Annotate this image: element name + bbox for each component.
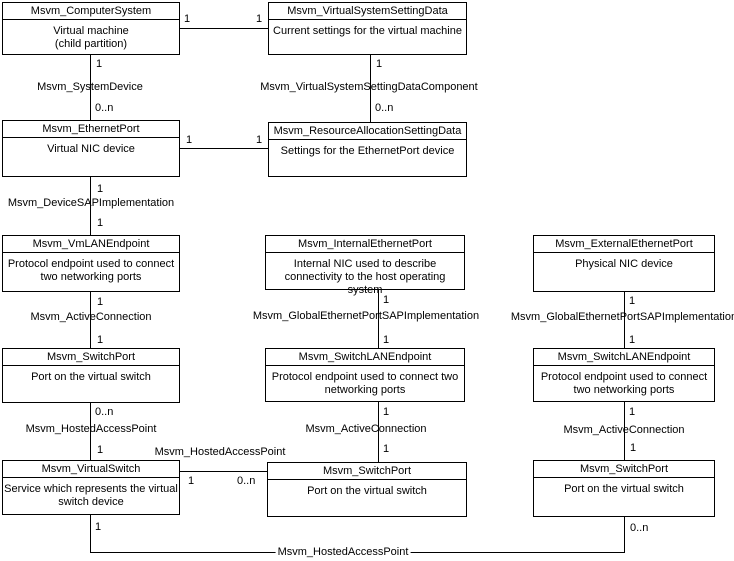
node-msvm-internalethernetport: Msvm_InternalEthernetPort Internal NIC u… xyxy=(265,235,465,296)
multiplicity-label: 0..n xyxy=(375,102,394,114)
multiplicity-label: 1 xyxy=(184,13,191,25)
node-title: Msvm_SwitchLANEndpoint xyxy=(266,349,464,366)
node-title: Msvm_ExternalEthernetPort xyxy=(534,236,714,253)
association-label-systemdevice: Msvm_SystemDevice xyxy=(37,81,143,93)
association-label-activeconnection: Msvm_ActiveConnection xyxy=(305,423,427,435)
multiplicity-label: 1 xyxy=(97,183,104,195)
edge-vssdcomponent xyxy=(370,55,371,122)
multiplicity-label: 1 xyxy=(256,134,263,146)
edge-hostedaccesspoint-bottom-right-segment xyxy=(624,517,625,553)
node-description: Virtual machine (child partition) xyxy=(53,25,129,50)
multiplicity-label: 1 xyxy=(383,294,390,306)
edge-virtualswitch-switchport xyxy=(180,471,267,472)
node-title: Msvm_SwitchLANEndpoint xyxy=(534,349,714,366)
node-msvm-virtualsystemsettingdata: Msvm_VirtualSystemSettingData Current se… xyxy=(268,2,467,55)
node-description: Current settings for the virtual machine xyxy=(273,25,462,37)
multiplicity-label: 1 xyxy=(256,13,263,25)
multiplicity-label: 0..n xyxy=(95,102,114,114)
multiplicity-label: 1 xyxy=(629,295,636,307)
multiplicity-label: 1 xyxy=(95,521,102,533)
node-title: Msvm_SwitchPort xyxy=(3,349,179,366)
multiplicity-label: 1 xyxy=(97,444,104,456)
multiplicity-label: 1 xyxy=(629,334,636,346)
multiplicity-label: 1 xyxy=(186,134,193,146)
node-msvm-switchlanendpoint-middle: Msvm_SwitchLANEndpoint Protocol endpoint… xyxy=(265,348,465,402)
node-description: Settings for the EthernetPort device xyxy=(280,145,455,157)
node-msvm-resourceallocationsettingdata: Msvm_ResourceAllocationSettingData Setti… xyxy=(268,122,467,177)
node-title: Msvm_ResourceAllocationSettingData xyxy=(269,123,466,140)
association-label-devicesap: Msvm_DeviceSAPImplementation xyxy=(7,197,175,209)
edge-activeconnection-left xyxy=(90,292,91,348)
association-label-activeconnection: Msvm_ActiveConnection xyxy=(30,311,152,323)
node-msvm-switchlanendpoint-right: Msvm_SwitchLANEndpoint Protocol endpoint… xyxy=(533,348,715,402)
multiplicity-label: 1 xyxy=(97,217,104,229)
multiplicity-label: 1 xyxy=(96,58,103,70)
multiplicity-label: 0..n xyxy=(95,406,114,418)
edge-activeconnection-middle xyxy=(378,402,379,462)
node-title: Msvm_SwitchPort xyxy=(534,461,714,478)
association-label-globalsap: Msvm_GlobalEthernetPortSAPImplementation xyxy=(510,311,734,323)
node-description: Protocol endpoint used to connect two ne… xyxy=(271,371,459,396)
node-msvm-externalethernetport: Msvm_ExternalEthernetPort Physical NIC d… xyxy=(533,235,715,292)
node-title: Msvm_VirtualSystemSettingData xyxy=(269,3,466,20)
node-msvm-ethernetport: Msvm_EthernetPort Virtual NIC device xyxy=(2,120,180,177)
edge-globalsap-right xyxy=(624,292,625,348)
node-msvm-switchport-right: Msvm_SwitchPort Port on the virtual swit… xyxy=(533,460,715,517)
node-description: Virtual NIC device xyxy=(47,143,135,155)
multiplicity-label: 1 xyxy=(383,406,390,418)
multiplicity-label: 1 xyxy=(376,58,383,70)
node-title: Msvm_SwitchPort xyxy=(268,463,466,480)
association-label-hostedaccesspoint: Msvm_HostedAccessPoint xyxy=(154,446,286,458)
edge-hostedaccesspoint-bottom-left-segment xyxy=(90,515,91,553)
node-description: Internal NIC used to describe connectivi… xyxy=(284,258,446,296)
node-description: Service which represents the virtual swi… xyxy=(4,483,178,508)
node-title: Msvm_InternalEthernetPort xyxy=(266,236,464,253)
edge-devicesapimplementation xyxy=(90,177,91,235)
edge-ethernetport-rasd xyxy=(180,148,268,149)
association-label-vssdcomponent: Msvm_VirtualSystemSettingDataComponent xyxy=(260,81,478,93)
multiplicity-label: 1 xyxy=(97,334,104,346)
node-msvm-switchport-left: Msvm_SwitchPort Port on the virtual swit… xyxy=(2,348,180,403)
multiplicity-label: 1 xyxy=(97,296,104,308)
node-description: Protocol endpoint used to connect two ne… xyxy=(7,258,175,283)
node-description: Physical NIC device xyxy=(575,258,673,270)
multiplicity-label: 1 xyxy=(629,406,636,418)
multiplicity-label: 1 xyxy=(383,334,390,346)
edge-hostedaccesspoint-left xyxy=(90,403,91,460)
edge-systemdevice xyxy=(90,55,91,120)
association-label-hostedaccesspoint: Msvm_HostedAccessPoint xyxy=(275,546,411,558)
multiplicity-label: 1 xyxy=(188,475,195,487)
association-label-hostedaccesspoint: Msvm_HostedAccessPoint xyxy=(25,423,157,435)
node-msvm-computersystem: Msvm_ComputerSystem Virtual machine (chi… xyxy=(2,2,180,55)
multiplicity-label: 0..n xyxy=(630,522,649,534)
node-description: Protocol endpoint used to connect two ne… xyxy=(540,371,708,396)
multiplicity-label: 1 xyxy=(383,443,390,455)
node-title: Msvm_VmLANEndpoint xyxy=(3,236,179,253)
node-msvm-virtualswitch: Msvm_VirtualSwitch Service which represe… xyxy=(2,460,180,515)
node-title: Msvm_ComputerSystem xyxy=(3,3,179,20)
multiplicity-label: 0..n xyxy=(237,475,256,487)
node-msvm-vmlanendpoint: Msvm_VmLANEndpoint Protocol endpoint use… xyxy=(2,235,180,292)
multiplicity-label: 1 xyxy=(630,442,637,454)
node-msvm-switchport-middle: Msvm_SwitchPort Port on the virtual swit… xyxy=(267,462,467,517)
node-title: Msvm_VirtualSwitch xyxy=(3,461,179,478)
edge-computersystem-vssd xyxy=(180,28,268,29)
node-description: Port on the virtual switch xyxy=(564,483,684,495)
node-description: Port on the virtual switch xyxy=(307,485,427,497)
edge-activeconnection-right xyxy=(624,402,625,460)
association-label-globalsap: Msvm_GlobalEthernetPortSAPImplementation xyxy=(252,310,480,322)
node-title: Msvm_EthernetPort xyxy=(3,121,179,138)
association-label-activeconnection: Msvm_ActiveConnection xyxy=(563,424,685,436)
node-description: Port on the virtual switch xyxy=(31,371,151,383)
edge-globalsap-middle xyxy=(378,290,379,348)
